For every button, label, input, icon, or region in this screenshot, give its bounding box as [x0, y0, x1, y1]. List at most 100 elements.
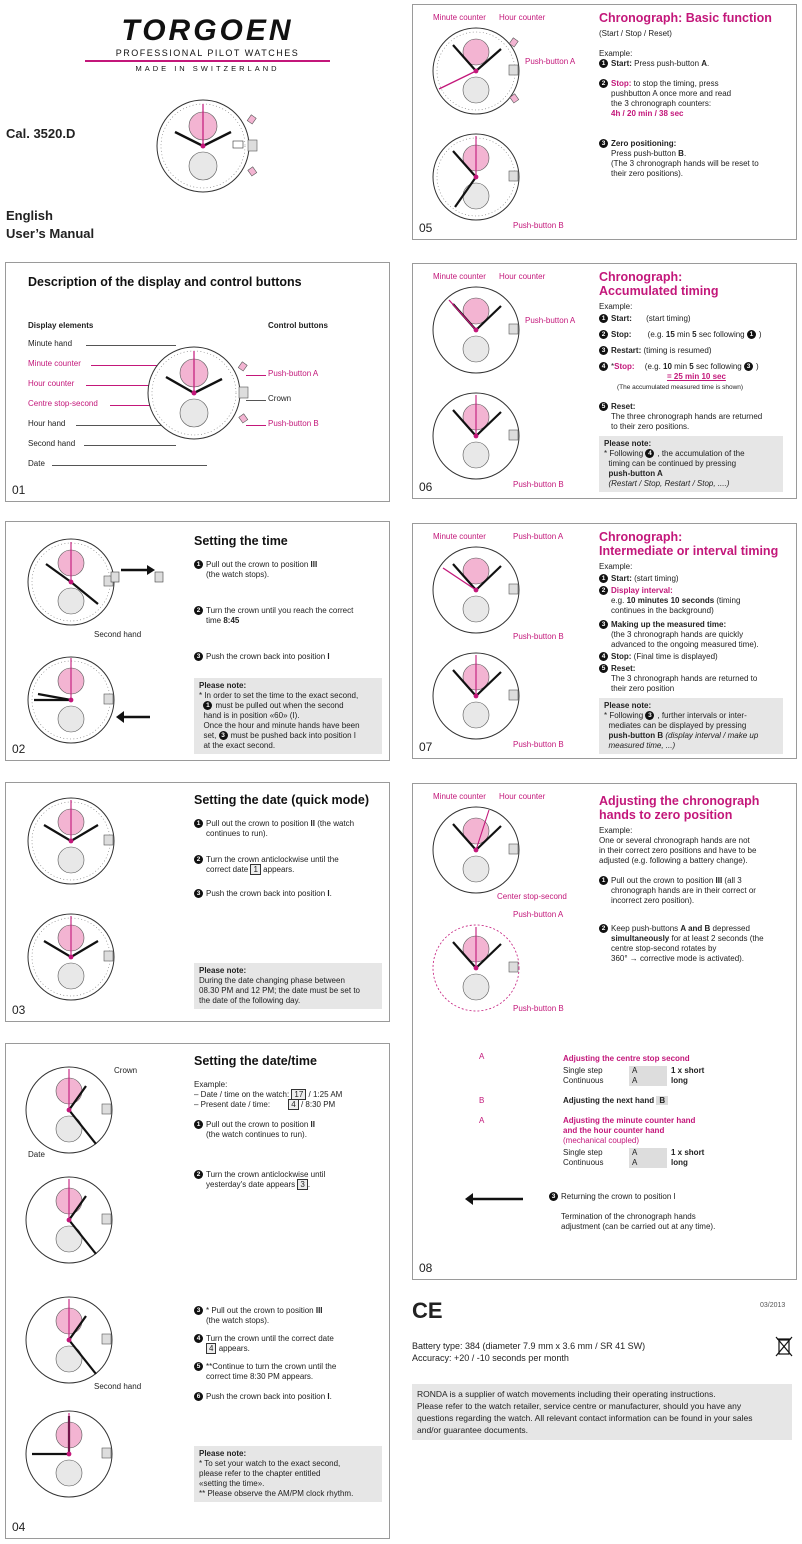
- label-push-button-a: Push-button A: [525, 57, 576, 66]
- panel-06-title: Chronograph:Accumulated timing: [599, 270, 719, 298]
- label-minute-counter: Minute counter: [433, 13, 486, 22]
- panel-03-title: Setting the date (quick mode): [194, 793, 370, 807]
- panel-01-description: Description of the display and control b…: [5, 262, 390, 502]
- display-elements-header: Display elements: [28, 321, 94, 330]
- panel-04-watch-1: [25, 1066, 113, 1154]
- label-push-button-b: Push-button B: [513, 1004, 564, 1013]
- label-centre-stop-second: Center stop-second: [497, 892, 567, 901]
- panel-06-number: 06: [419, 480, 433, 494]
- p07-example: Example:: [599, 562, 633, 571]
- p06-example: Example:: [599, 302, 633, 311]
- accuracy: Accuracy: +20 / -10 seconds per month: [412, 1353, 569, 1363]
- panel-03-number: 03: [12, 1003, 26, 1017]
- label-hour-counter: Hour counter: [499, 792, 546, 801]
- panel-07-title: Chronograph:Intermediate or interval tim…: [599, 530, 779, 558]
- p08-adj1-single: Single step A 1 x short: [563, 1066, 705, 1076]
- panel-04-title: Setting the date/time: [194, 1054, 317, 1068]
- panel-04-watch-2: [25, 1176, 113, 1264]
- p08-example: Example: One or several chronograph hand…: [599, 826, 757, 865]
- panel-07-watch-top: [432, 546, 520, 634]
- panel-05-chrono-basic: Minute counter Hour counter Push-button …: [412, 4, 797, 240]
- panel-04-setting-date-time: Crown Date Second hand Setting the date/…: [5, 1043, 390, 1539]
- p08-adj-b: B: [479, 1096, 485, 1105]
- panel-05-number: 05: [419, 221, 433, 235]
- panel-07-number: 07: [419, 740, 433, 754]
- panel-04-number: 04: [12, 1520, 26, 1534]
- p08-return-arrow: [465, 1193, 523, 1205]
- panel-01-number: 01: [12, 483, 26, 497]
- crown-push-arrow-3: [116, 711, 150, 723]
- p05-example: Example:: [599, 49, 633, 58]
- brand-name: TORGOEN: [121, 14, 294, 47]
- label-push-button-b-mid: Push-button B: [513, 632, 564, 641]
- label-second-hand: Second hand: [28, 439, 76, 448]
- label-hour-counter: Hour counter: [28, 379, 75, 388]
- p08-adj2-title: Adjusting the next hand B: [563, 1096, 669, 1106]
- panel-02-watch-top: [27, 538, 115, 626]
- caliber: Cal. 3520.D: [6, 126, 76, 141]
- panel-08-watch-top: [432, 806, 520, 894]
- ce-mark: CE: [412, 1298, 443, 1323]
- label-hour-counter: Hour counter: [499, 272, 546, 281]
- label-push-button-a: Push-button A: [268, 369, 319, 378]
- panel-08-number: 08: [419, 1261, 433, 1275]
- manual-title: User’s Manual: [6, 226, 95, 241]
- label-hour-hand: Hour hand: [28, 419, 66, 428]
- p03-note: Please note: During the date changing ph…: [194, 963, 382, 1009]
- recycle-bin-icon: [775, 1336, 793, 1357]
- label-crown: Crown: [268, 394, 292, 403]
- panel-03-watch-bottom: [27, 913, 115, 1001]
- brand-made: MADE IN SWITZERLAND: [135, 64, 280, 73]
- label-crown: Crown: [114, 1066, 138, 1075]
- p08-adj-a1: A: [479, 1052, 485, 1061]
- label-centre-stop-second: Centre stop-second: [28, 399, 98, 408]
- panel-02-watch-bottom: [27, 656, 115, 744]
- label-date: Date: [28, 1150, 45, 1159]
- label-push-button-a: Push-button A: [513, 910, 564, 919]
- p08-adj1-title: Adjusting the centre stop second: [563, 1054, 690, 1063]
- label-minute-counter: Minute counter: [433, 792, 486, 801]
- panel-06-watch-top: [432, 286, 520, 374]
- panel-01-watch-diagram: [147, 346, 249, 440]
- panel-05-watch-top: [432, 27, 520, 115]
- label-push-button-b-bottom: Push-button B: [513, 740, 564, 749]
- label-push-button-b: Push-button B: [513, 221, 564, 230]
- p07-note: Please note: * Following 3, further inte…: [599, 698, 783, 754]
- p06-note: Please note: * Following 4, the accumula…: [599, 436, 783, 492]
- label-push-button-a-top: Push-button A: [513, 532, 564, 541]
- p08-adj3-sub: (mechanical coupled): [563, 1136, 640, 1145]
- panel-05-watch-bottom: [432, 133, 520, 221]
- p02-note: Please note: * In order to set the time …: [194, 678, 382, 754]
- panel-01-title: Description of the display and control b…: [28, 275, 302, 289]
- language: English: [6, 208, 53, 223]
- label-minute-counter: Minute counter: [433, 532, 486, 541]
- p08-adj1-cont: Continuous A long: [563, 1076, 688, 1086]
- panel-03-watch-top: [27, 797, 115, 885]
- p06-row4: 4*Stop: (e.g. 10 min 5 sec following 3) …: [599, 362, 794, 393]
